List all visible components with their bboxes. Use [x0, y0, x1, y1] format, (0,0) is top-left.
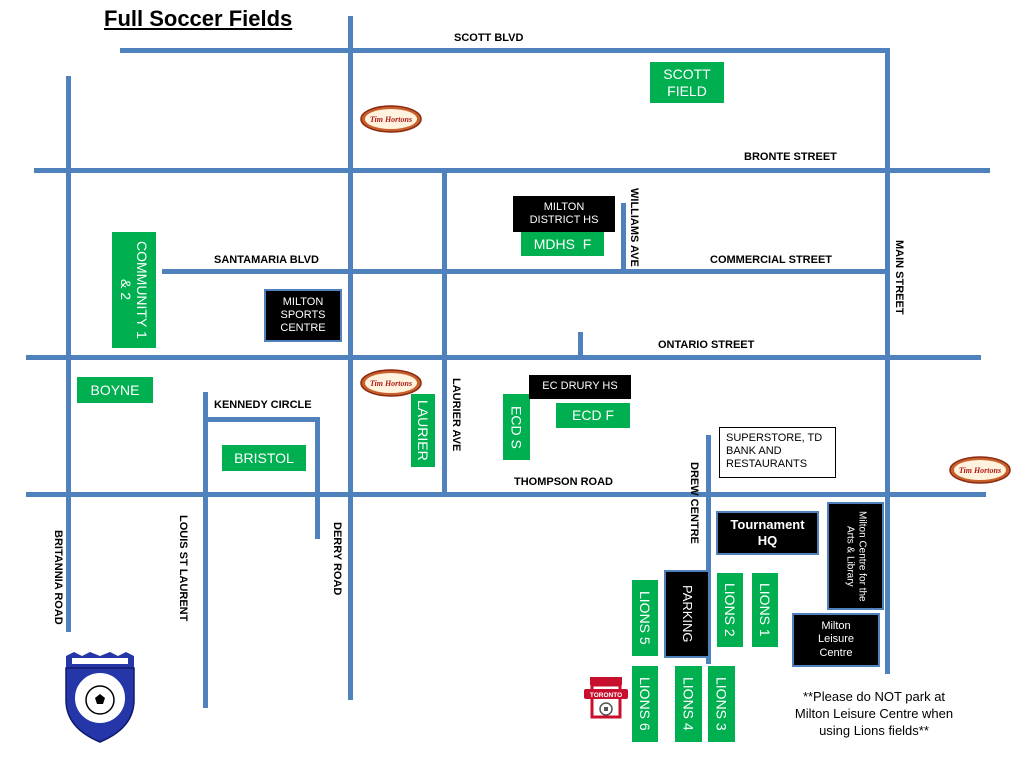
milton-sports-centre-label: MILTON SPORTS CENTRE — [280, 295, 326, 335]
britannia-road-road — [66, 76, 71, 632]
toronto-fc-logo: TORONTO — [584, 677, 628, 719]
lions-3-field[interactable]: LIONS 3 — [706, 664, 737, 744]
tim-hortons-logo-3: Tim Hortons — [949, 456, 1011, 484]
ontario-street-road — [26, 355, 981, 360]
lions-6-field[interactable]: LIONS 6 — [630, 664, 660, 744]
mdhs-f-label: MDHS F — [533, 235, 592, 252]
laurier-ave-road — [442, 170, 447, 495]
soccer-club-crest-logo — [65, 652, 135, 743]
britannia-road-label: BRITANNIA ROAD — [52, 530, 64, 625]
tim-hortons-text-3: Tim Hortons — [959, 466, 1001, 475]
main-street-label: MAIN STREET — [893, 240, 905, 315]
tournament-hq-label: Tournament HQ — [730, 517, 805, 548]
lions-6-label: LIONS 6 — [637, 677, 654, 731]
tournament-hq-building[interactable]: Tournament HQ — [716, 511, 819, 555]
tim-hortons-text-1: Tim Hortons — [370, 115, 412, 124]
milton-district-hs-label: MILTON DISTRICT HS — [529, 200, 599, 226]
toronto-logo-text: TORONTO — [590, 692, 622, 699]
milton-district-hs-building[interactable]: MILTON DISTRICT HS — [513, 196, 615, 232]
drew-centre-label: DREW CENTRE — [688, 462, 700, 544]
boyne-label: BOYNE — [90, 381, 140, 398]
community-label: COMMUNITY 1 & 2 — [118, 241, 151, 339]
milton-centre-arts-label: Milton Centre for the Arts & Library — [844, 510, 868, 602]
ontario-street-label: ONTARIO STREET — [658, 339, 755, 351]
laurier-label: LAURIER — [415, 400, 432, 461]
parking-building[interactable]: PARKING — [664, 570, 710, 658]
lions-3-label: LIONS 3 — [713, 677, 730, 731]
milton-centre-arts-building[interactable]: Milton Centre for the Arts & Library — [827, 502, 884, 610]
superstore-box: SUPERSTORE, TD BANK AND RESTAURANTS — [719, 427, 836, 478]
lions-5-label: LIONS 5 — [637, 591, 654, 645]
community-field[interactable]: COMMUNITY 1 & 2 — [110, 230, 158, 350]
tim-hortons-logo-1: Tim Hortons — [360, 105, 422, 133]
main-street-road — [885, 48, 890, 674]
parking-note: **Please do NOT park at Milton Leisure C… — [794, 689, 954, 738]
lions-1-field[interactable]: LIONS 1 — [750, 571, 780, 649]
milton-sports-centre-building[interactable]: MILTON SPORTS CENTRE — [264, 289, 342, 342]
scott-field-label: SCOTT FIELD — [663, 66, 711, 99]
ecd-f-label: ECD F — [572, 407, 614, 424]
superstore-label: SUPERSTORE, TD BANK AND RESTAURANTS — [726, 432, 823, 471]
ec-drury-hs-building[interactable]: EC DRURY HS — [529, 375, 631, 399]
kennedy-circle-road — [204, 417, 318, 422]
milton-leisure-centre-building[interactable]: Milton Leisure Centre — [792, 613, 880, 667]
commercial-street-label: COMMERCIAL STREET — [710, 254, 833, 266]
drew-centre-road — [706, 435, 711, 685]
ecd-s-field[interactable]: ECD S — [501, 392, 532, 462]
ec-drury-hs-label: EC DRURY HS — [542, 380, 618, 393]
lions-4-label: LIONS 4 — [680, 677, 697, 731]
mdhs-f-field[interactable]: MDHS F — [519, 230, 606, 258]
tim-hortons-text-2: Tim Hortons — [370, 379, 412, 388]
lions-2-label: LIONS 2 — [722, 583, 739, 637]
derry-road-label: DERRY ROAD — [331, 522, 343, 596]
west-north-road — [348, 16, 353, 700]
louis-st-laurent-road — [203, 392, 208, 708]
map-title: Full Soccer Fields — [104, 6, 293, 31]
kennedy-circle-label: KENNEDY CIRCLE — [214, 399, 312, 411]
parking-label: PARKING — [679, 585, 695, 643]
thompson-road-label: THOMPSON ROAD — [514, 476, 613, 488]
derry-road-road — [315, 417, 320, 539]
louis-st-laurent-label: LOUIS ST LAURENT — [177, 515, 189, 622]
thompson-road-road — [26, 492, 986, 497]
santamaria-blvd-label: SANTAMARIA BLVD — [214, 254, 319, 266]
williams-ave-label: WILLIAMS AVE — [628, 188, 640, 267]
ontario-spur-road — [578, 332, 583, 357]
scott-blvd-label: SCOTT BLVD — [454, 32, 524, 44]
scott-field[interactable]: SCOTT FIELD — [648, 60, 726, 105]
laurier-ave-label: LAURIER AVE — [450, 378, 462, 452]
lions-1-label: LIONS 1 — [757, 583, 774, 637]
bristol-label: BRISTOL — [234, 449, 294, 466]
milton-leisure-centre-label: Milton Leisure Centre — [817, 620, 855, 659]
santamaria-commercial-road — [162, 269, 888, 274]
boyne-field[interactable]: BOYNE — [75, 375, 155, 405]
ecd-s-label: ECD S — [508, 405, 525, 449]
bronte-street-label: BRONTE STREET — [744, 151, 837, 163]
lions-4-field[interactable]: LIONS 4 — [673, 664, 704, 744]
bronte-street-road — [34, 168, 990, 173]
lions-5-field[interactable]: LIONS 5 — [630, 578, 660, 658]
lions-2-field[interactable]: LIONS 2 — [715, 571, 745, 649]
scott-blvd-road — [120, 48, 890, 53]
ecd-f-field[interactable]: ECD F — [554, 401, 632, 430]
tim-hortons-logo-2: Tim Hortons — [360, 369, 422, 397]
laurier-field[interactable]: LAURIER — [409, 392, 437, 469]
bristol-field[interactable]: BRISTOL — [220, 443, 308, 473]
williams-ave-road — [621, 203, 626, 271]
